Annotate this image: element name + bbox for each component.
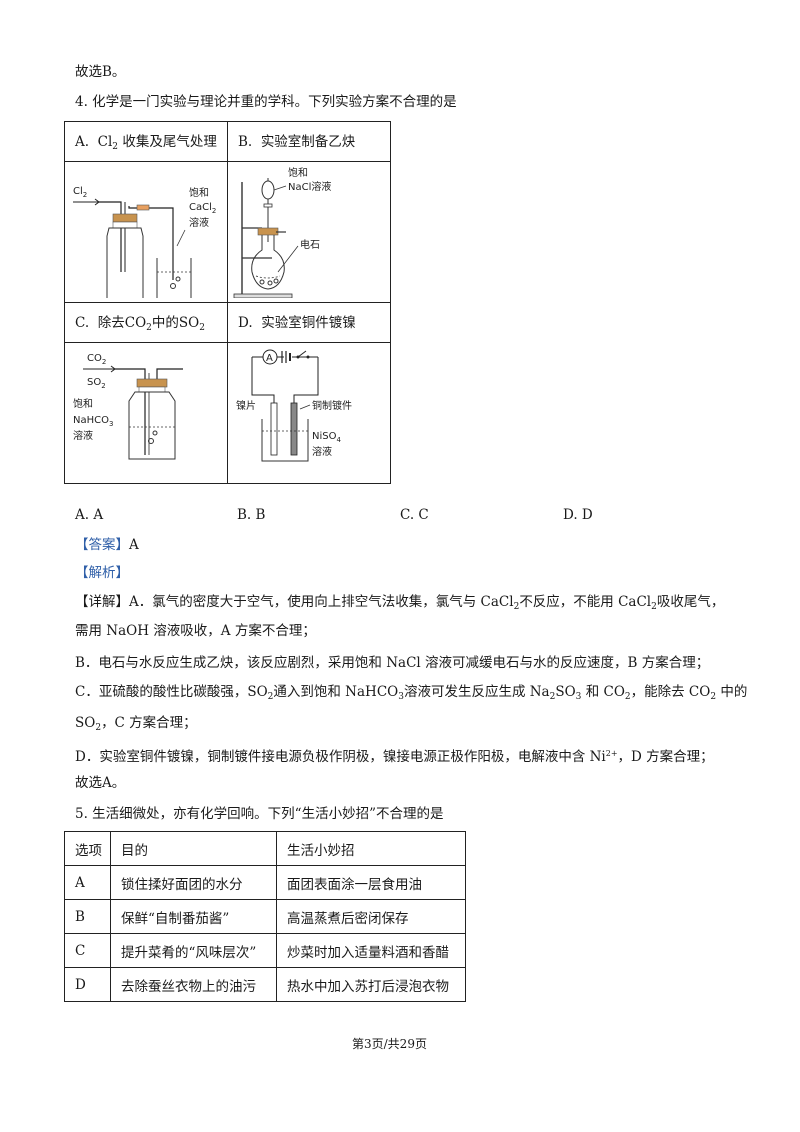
analysis-tag: 【解析】	[75, 565, 129, 581]
svg-text:A: A	[266, 353, 273, 364]
svg-text:饱和: 饱和	[189, 187, 209, 199]
cell-a-title: A. Cl2 收集及尾气处理	[64, 121, 228, 162]
svg-text:溶液: 溶液	[73, 429, 93, 442]
svg-text:CaCl2: CaCl2	[189, 202, 216, 215]
table-row: D 去除蚕丝衣物上的油污 热水中加入苏打后浸泡衣物	[64, 967, 466, 1002]
question-4-table: A. Cl2 收集及尾气处理 B. 实验室制备乙炔 Cl2	[64, 121, 391, 484]
figure-d-nickel-plating: A 镍片 铜制镀件 NiSO4 溶液	[227, 342, 391, 484]
svg-text:溶液: 溶液	[189, 216, 209, 229]
table-row: C 提升菜肴的“风味层次” 炒菜时加入适量料酒和香醋	[64, 933, 466, 968]
option-b[interactable]: B. B	[237, 507, 266, 523]
svg-text:铜制镀件: 铜制镀件	[312, 399, 352, 412]
table-row: B 保鲜“自制番茄酱” 高温蒸煮后密闭保存	[64, 899, 466, 934]
figure-a-cl2-collection: Cl2 饱和 CaCl2 溶液	[64, 161, 228, 303]
detail-line-4: C．亚硫酸的酸性比碳酸强，SO2通入到饱和 NaHCO3溶液可发生反应生成 Na…	[75, 684, 748, 702]
svg-text:NaCl溶液: NaCl溶液	[288, 180, 331, 193]
option-a[interactable]: A. A	[75, 507, 104, 523]
detail-line-2: 需用 NaOH 溶液吸收，A 方案不合理；	[75, 623, 316, 639]
page-footer: 第3页/共29页	[352, 1037, 427, 1051]
svg-text:饱和: 饱和	[288, 167, 308, 179]
svg-text:饱和: 饱和	[73, 398, 93, 410]
acetylene-apparatus-diagram: 饱和 NaCl溶液 电石	[233, 167, 331, 299]
figure-c-so2-removal: CO2 SO2 饱和 NaHCO3 溶液	[64, 342, 228, 484]
answer-tag: 【答案】	[75, 537, 129, 553]
cell-d-title: D. 实验室铜件镀镍	[227, 302, 391, 343]
option-d[interactable]: D. D	[563, 507, 593, 523]
table-row: A 锁住揉好面团的水分 面团表面涂一层食用油	[64, 865, 466, 900]
option-c[interactable]: C. C	[400, 507, 429, 523]
figure-b-acetylene-preparation: 饱和 NaCl溶液 电石	[227, 161, 391, 303]
svg-text:SO2: SO2	[87, 377, 106, 390]
header-tip: 生活小妙招	[276, 831, 466, 866]
detail-line-1: 【详解】A．氯气的密度大于空气，使用向上排空气法收集，氯气与 CaCl2不反应，…	[75, 594, 725, 612]
answer-value: A	[129, 537, 139, 553]
detail-line-7: 故选A。	[75, 775, 126, 791]
svg-text:镍片: 镍片	[236, 399, 256, 412]
svg-text:NiSO4: NiSO4	[312, 431, 341, 444]
cl2-collection-apparatus-diagram: Cl2 饱和 CaCl2 溶液	[73, 186, 216, 303]
header-purpose: 目的	[110, 831, 277, 866]
svg-text:电石: 电石	[300, 238, 320, 251]
question-5-table: 选项 目的 生活小妙招 A 锁住揉好面团的水分 面团表面涂一层食用油 B 保鲜“…	[64, 831, 466, 1002]
question-5-stem: 5. 生活细微处，亦有化学回响。下列“生活小妙招”不合理的是	[75, 806, 444, 822]
question-4-stem: 4. 化学是一门实验与理论并重的学科。下列实验方案不合理的是	[75, 94, 457, 110]
nickel-plating-apparatus-diagram: A 镍片 铜制镀件 NiSO4 溶液	[236, 349, 352, 462]
svg-text:溶液: 溶液	[312, 445, 332, 458]
cell-c-title: C. 除去CO2中的SO2	[64, 302, 228, 343]
svg-text:CO2: CO2	[87, 353, 106, 366]
label-gas-cl2: Cl2	[73, 186, 87, 199]
answer-line: 【答案】A	[75, 535, 139, 555]
detail-line-6: D．实验室铜件镀镍，铜制镀件接电源负极作阴极，镍接电源正极作阳极，电解液中含 N…	[75, 749, 714, 765]
detail-line-3: B．电石与水反应生成乙炔，该反应剧烈，采用饱和 NaCl 溶液可减缓电石与水的反…	[75, 655, 710, 671]
header-option: 选项	[64, 831, 111, 866]
previous-conclusion: 故选B。	[75, 64, 126, 80]
table-header-row: 选项 目的 生活小妙招	[64, 831, 466, 866]
so2-removal-apparatus-diagram: CO2 SO2 饱和 NaHCO3 溶液	[73, 353, 183, 460]
detail-line-5: SO2，C 方案合理；	[75, 715, 197, 733]
svg-text:NaHCO3: NaHCO3	[73, 415, 113, 428]
cell-b-title: B. 实验室制备乙炔	[227, 121, 391, 162]
